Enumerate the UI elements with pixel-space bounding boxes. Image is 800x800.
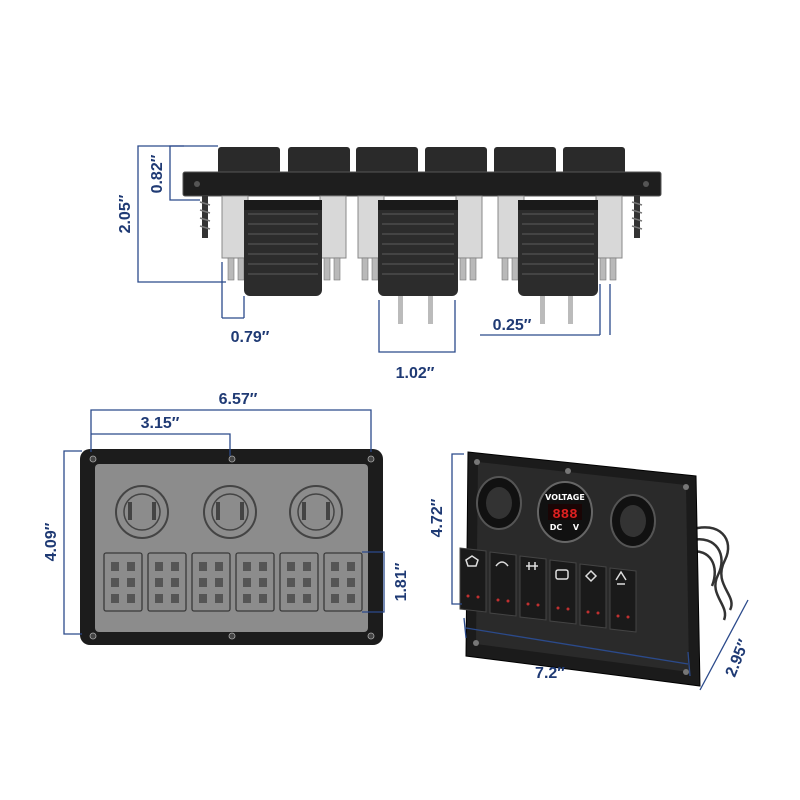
voltmeter-sub-v: V xyxy=(573,523,580,532)
voltmeter-label: VOLTAGE xyxy=(545,493,585,502)
mounting-screw-right xyxy=(631,196,643,238)
dim-persp-depth-label: 2.95″ xyxy=(723,637,753,680)
socket-left xyxy=(244,200,322,296)
socket-right xyxy=(518,200,598,324)
socket-middle xyxy=(378,200,458,324)
switch-terminals xyxy=(227,257,617,281)
dim-socket-width-label: 1.02″ xyxy=(396,365,435,382)
persp-switches xyxy=(459,547,637,633)
switch-bodies xyxy=(221,195,623,259)
voltmeter: VOLTAGE 888 DC V xyxy=(537,481,593,543)
front-view: 6.57″ 3.15″ 4.09″ 1.81″ xyxy=(43,391,410,645)
switch-tops xyxy=(218,147,625,175)
dim-terminal-depth-label: 0.25″ xyxy=(493,317,532,334)
front-mount-holes xyxy=(89,455,375,640)
dim-terminal-depth: 0.25″ xyxy=(480,284,611,336)
dim-height-overall-label: 2.05″ xyxy=(117,194,134,233)
dim-front-height-label: 4.09″ xyxy=(43,522,60,561)
top-view: 2.05″ 0.82″ 0.79″ 1.02″ 0.25″ xyxy=(117,145,662,382)
dim-switch-height: 0.82″ xyxy=(149,145,218,201)
dim-persp-height-label: 4.72″ xyxy=(429,498,446,537)
persp-socket-right xyxy=(610,494,656,548)
front-socket-1 xyxy=(115,485,169,539)
dim-persp-height: 4.72″ xyxy=(429,453,464,605)
perspective-view: VOLTAGE 888 DC V xyxy=(429,451,753,691)
dim-front-width-label: 6.57″ xyxy=(219,391,258,408)
front-socket-2 xyxy=(203,485,257,539)
front-socket-3 xyxy=(289,485,343,539)
dim-persp-width: 7.2″ xyxy=(463,617,691,682)
mounting-screw-left xyxy=(199,196,211,238)
dim-persp-depth: 2.95″ xyxy=(699,599,753,691)
dim-front-switch-height: 1.81″ xyxy=(362,551,410,613)
dim-front-half-width-label: 3.15″ xyxy=(141,415,180,432)
persp-socket-left xyxy=(476,476,522,530)
dim-height-overall: 2.05″ xyxy=(117,145,226,283)
persp-screws xyxy=(473,459,689,675)
dim-switch-height-label: 0.82″ xyxy=(149,154,166,193)
dim-front-height: 4.09″ xyxy=(43,450,82,635)
dim-front-width: 6.57″ xyxy=(90,391,372,452)
front-switches xyxy=(103,552,363,612)
mounting-plate xyxy=(182,171,662,197)
dim-front-switch-height-label: 1.81″ xyxy=(393,562,410,601)
dim-socket-width: 1.02″ xyxy=(378,300,456,382)
dim-front-half-width: 3.15″ xyxy=(91,415,231,456)
dim-persp-width-label: 7.2″ xyxy=(535,665,565,682)
voltmeter-reading: 888 xyxy=(552,507,577,523)
front-switch-contacts xyxy=(111,562,355,603)
voltmeter-sub-dc: DC xyxy=(550,523,563,532)
dim-socket-offset: 0.79″ xyxy=(221,262,270,346)
dim-socket-offset-label: 0.79″ xyxy=(231,329,270,346)
